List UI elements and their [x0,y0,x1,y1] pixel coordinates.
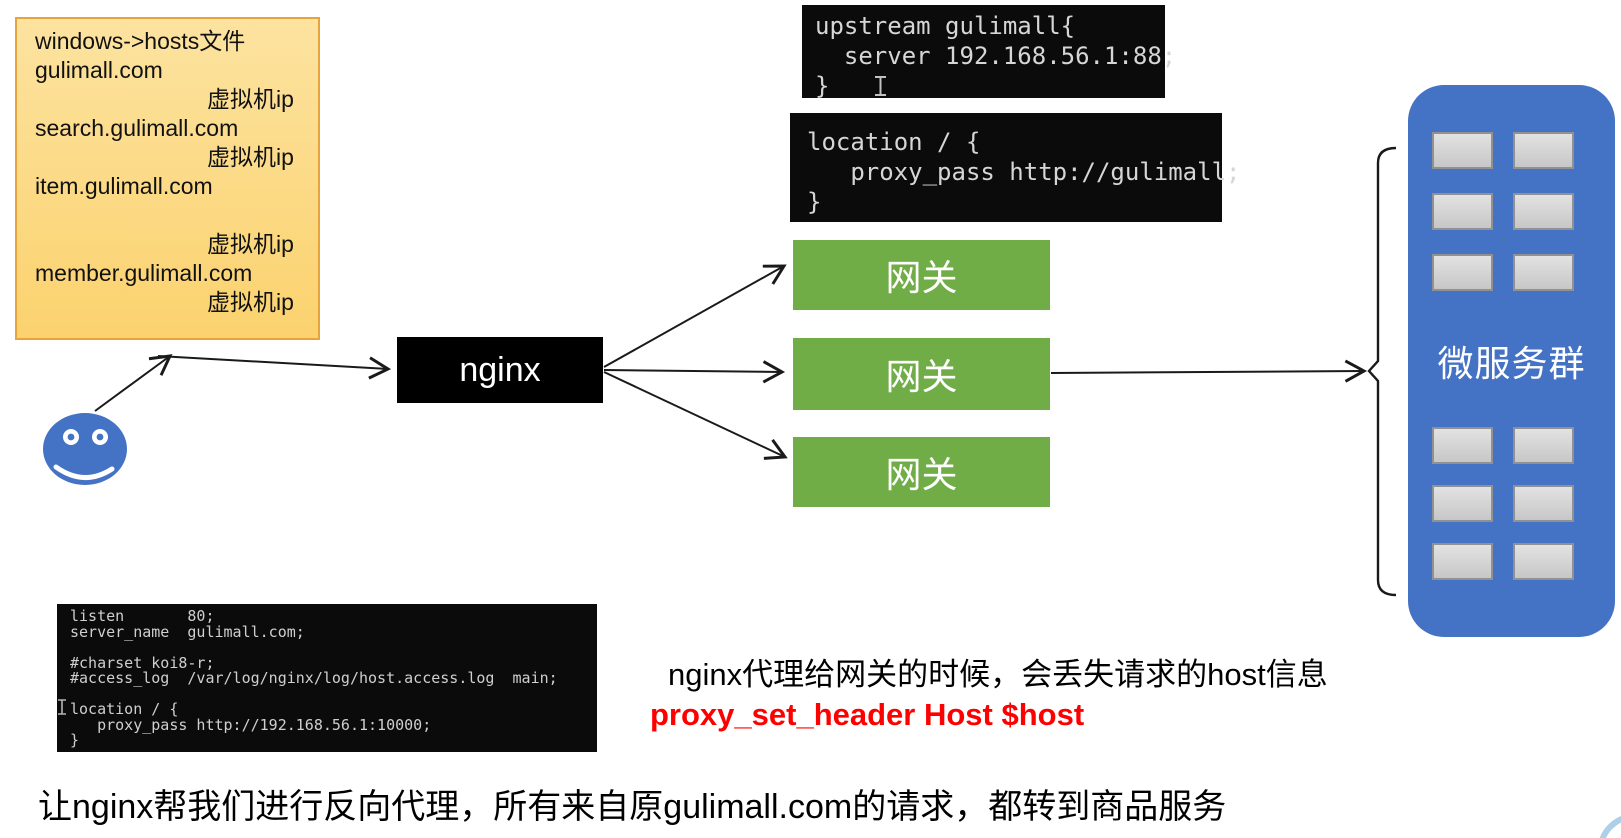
host-loss-text: nginx代理给网关的时候，会丢失请求的host信息 [668,657,1328,692]
gateway-node-3: 网关 [793,437,1050,507]
gateway-node-label: 网关 [885,356,958,397]
hosts-note-line: 虚拟机ip [207,86,294,112]
code-server-box: listen 80; server_name gulimall.com; #ch… [57,604,597,752]
nginx-node: nginx [397,337,603,403]
service-chip [1513,543,1574,580]
hosts-note-line: 虚拟机ip [207,144,294,170]
hosts-note-line: 虚拟机ip [207,289,294,315]
arrow-user-to-hosts [94,354,173,412]
cluster-bracket [1367,146,1397,597]
gateway-node-label: 网关 [885,454,958,495]
service-chip [1432,132,1493,169]
code-server-text: listen 80; server_name gulimall.com; #ch… [70,607,558,749]
user-smiley-icon [43,413,127,485]
code-location-text: location / { proxy_pass http://gulimall;… [807,128,1241,216]
arrow-gateway-to-cluster [1050,359,1368,383]
arrow-nginx-to-gateway-2 [603,360,786,384]
service-chip [1432,485,1493,522]
hosts-note-line: windows->hosts文件 [35,28,246,54]
proxy-header-text: proxy_set_header Host $host [650,697,1085,732]
service-chip [1432,193,1493,230]
gateway-node-2: 网关 [793,338,1050,410]
hosts-note-line: gulimall.com [35,57,163,83]
arrow-nginx-to-gateway-1 [603,264,787,368]
cluster-label: 微服务群 [1437,343,1586,384]
watermark-icon [1599,816,1621,838]
gateway-node-label: 网关 [885,257,958,298]
code-upstream-box: upstream gulimall{ server 192.168.56.1:8… [802,5,1177,100]
service-chip [1513,193,1574,230]
hosts-note: windows->hosts文件 gulimall.com 虚拟机ip sear… [15,17,320,340]
arrow-nginx-to-gateway-3 [603,371,788,460]
hosts-note-line: 虚拟机ip [207,231,294,257]
service-chip-grid-bottom [1432,427,1574,580]
hosts-note-line: search.gulimall.com [35,115,239,141]
service-chip-grid-top [1432,132,1574,291]
service-chip [1513,427,1574,464]
hosts-note-line [35,201,310,230]
nginx-node-label: nginx [459,350,541,389]
service-chip [1513,254,1574,291]
arrow-user-to-nginx [157,355,392,380]
summary-text: 让nginx帮我们进行反向代理，所有来自原gulimall.com的请求，都转到… [38,788,1227,826]
service-chip [1513,132,1574,169]
code-upstream-text: upstream gulimall{ server 192.168.56.1:8… [815,12,1177,100]
microservices-cluster: 微服务群 [1408,85,1615,637]
service-chip [1432,427,1493,464]
service-chip [1513,485,1574,522]
host-loss-note: nginx代理给网关的时候，会丢失请求的host信息 proxy_set_hea… [650,655,1328,735]
gateway-node-1: 网关 [793,240,1050,310]
code-location-box: location / { proxy_pass http://gulimall;… [790,113,1241,222]
hosts-note-line: member.gulimall.com [35,260,253,286]
service-chip [1432,254,1493,291]
hosts-note-line: item.gulimall.com [35,173,213,199]
service-chip [1432,543,1493,580]
